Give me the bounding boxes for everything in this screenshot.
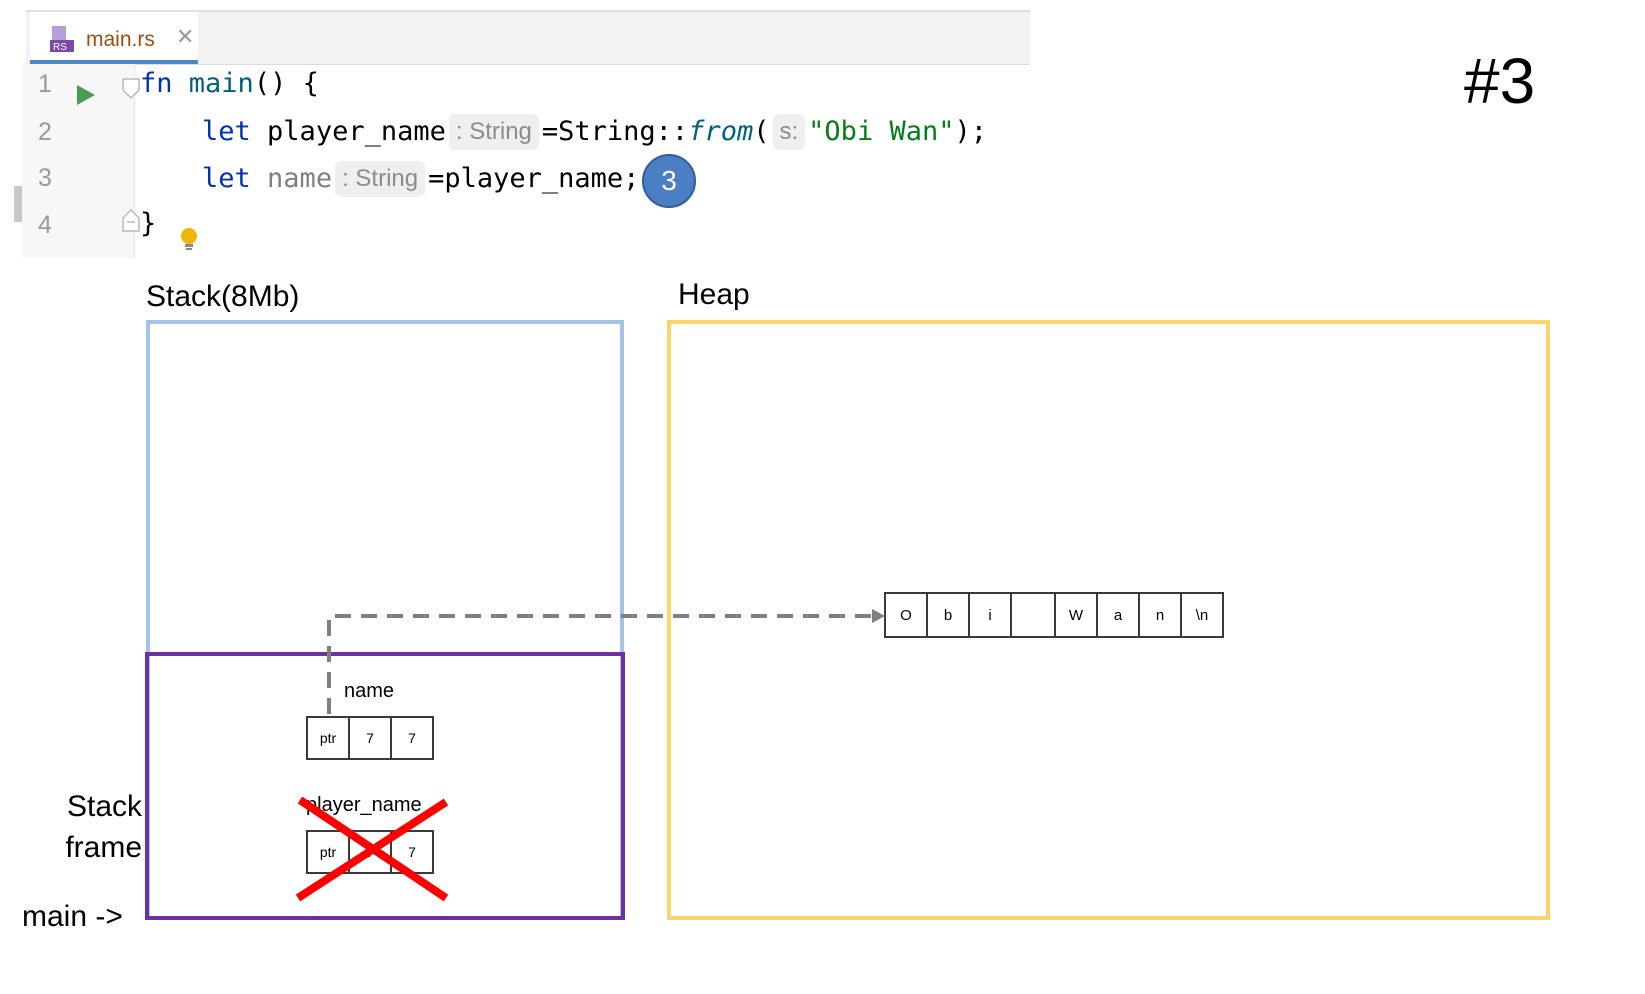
stack-frame-label: Stack frame [40, 786, 142, 868]
stack-frame-main [145, 652, 625, 920]
stack-frame-label-line-1: Stack [66, 790, 142, 823]
stack-title: Stack(8Mb) [146, 280, 300, 313]
keyword: let [202, 163, 251, 194]
cell-capacity: 7 [390, 716, 434, 760]
heap-byte: a [1096, 592, 1140, 638]
code-text: =String:: [541, 116, 689, 147]
lightbulb-icon[interactable] [179, 226, 199, 254]
stack-frame-label-line-2: frame [65, 831, 142, 864]
fold-close-icon[interactable] [122, 208, 140, 232]
dropped-cross-icon [295, 796, 449, 902]
fold-open-icon[interactable] [122, 78, 140, 100]
code-text: } [140, 208, 157, 239]
heap-title: Heap [678, 278, 750, 311]
variable-name: player_name [267, 116, 446, 147]
heap-byte: W [1054, 592, 1098, 638]
keyword: let [202, 116, 251, 147]
tab-main-rs[interactable]: RS main.rs ✕ [30, 12, 198, 64]
parameter-hint: s: [772, 114, 806, 150]
variable-label-name: name [344, 680, 395, 702]
main-frame-label: main -> [22, 900, 123, 933]
code-text: () { [253, 68, 319, 99]
heap-byte: \n [1180, 592, 1224, 638]
close-icon[interactable]: ✕ [176, 24, 195, 49]
code-text: =player_name; [428, 163, 640, 194]
string-struct-name: ptr 7 7 [306, 716, 434, 760]
file-icon-badge: RS [53, 42, 67, 52]
heap-byte [1010, 592, 1056, 638]
type-hint: : String [448, 114, 539, 150]
code-line-1: fn main() { [140, 68, 319, 99]
tab-label[interactable]: main.rs [86, 28, 155, 51]
code-line-3: let name: String=player_name; [202, 161, 639, 197]
string-literal: "Obi Wan" [808, 116, 955, 147]
heap-region [667, 320, 1550, 920]
variable-label-player-name: player_name [306, 794, 422, 816]
code-line-2: let player_name: String=String::from(s:"… [202, 114, 987, 150]
step-badge: 3 [642, 154, 696, 208]
heap-byte: i [968, 592, 1012, 638]
line-number-4: 4 [38, 211, 52, 239]
heap-string-buffer: O b i W a n \n [884, 592, 1224, 638]
line-number-1: 1 [38, 70, 52, 98]
pointer-arrow [327, 609, 885, 714]
keyword: fn [140, 68, 173, 99]
gutter-separator [134, 64, 135, 258]
line-number-2: 2 [38, 118, 52, 146]
variable-name: name [267, 163, 333, 194]
function-name: main [188, 68, 254, 99]
slide-number: #3 [1464, 45, 1536, 117]
editor-tab-bar: RS main.rs ✕ [26, 10, 1030, 65]
type-hint: : String [335, 161, 426, 197]
line-number-3: 3 [38, 164, 52, 192]
run-icon[interactable] [76, 84, 96, 106]
code-line-4: } [140, 208, 156, 239]
rust-file-icon: RS [50, 26, 74, 52]
function-call: from [688, 116, 754, 147]
code-text: ); [954, 116, 987, 147]
code-editor: RS main.rs ✕ 1 2 3 4 fn main() { let pla… [14, 8, 1030, 258]
code-text: ( [753, 116, 770, 147]
current-line-marker [14, 186, 22, 222]
